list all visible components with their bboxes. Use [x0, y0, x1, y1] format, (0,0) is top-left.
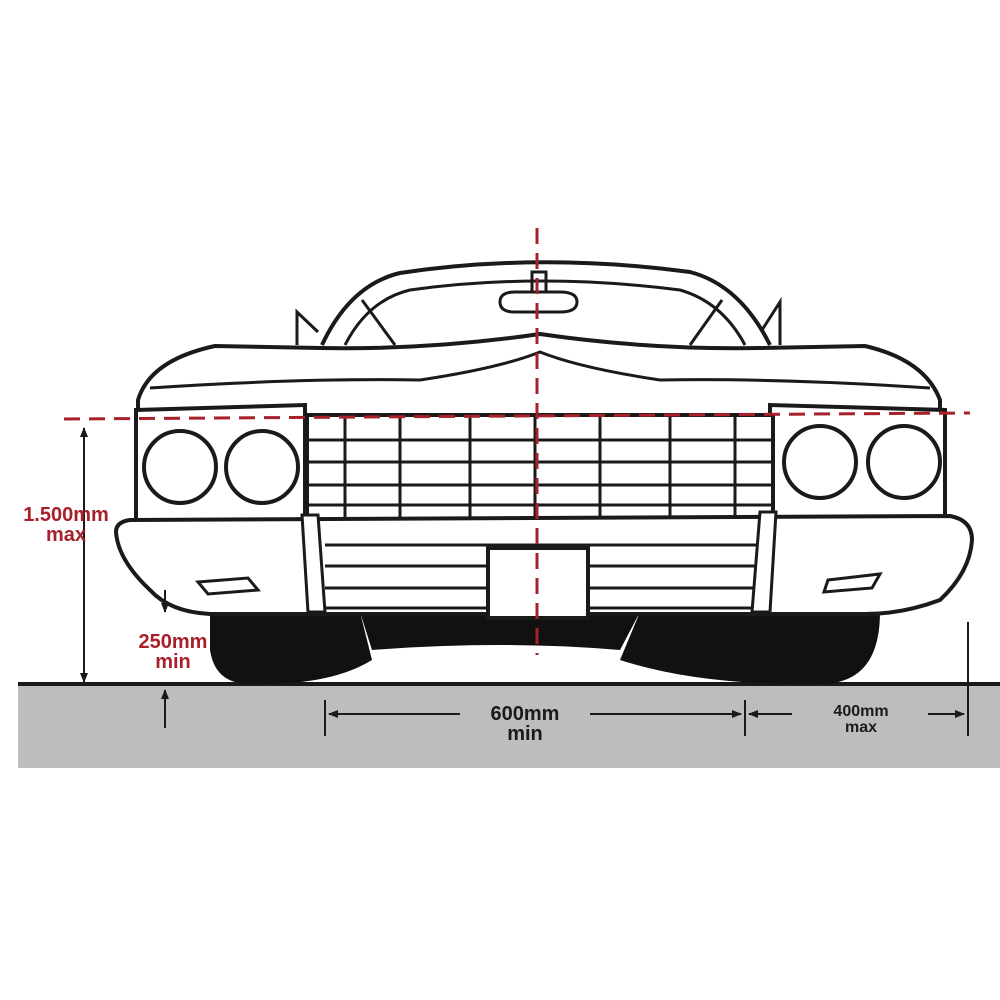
side-offset-value: 400mm [833, 703, 889, 720]
center-width-value: 600mm [490, 703, 560, 725]
right-side-mirror [760, 296, 782, 345]
roof-outline [320, 260, 772, 346]
center-width-label: 600mm min [460, 704, 590, 744]
turn-lamp-right [821, 572, 883, 594]
max-height-value: 1.500mm [23, 504, 109, 526]
max-height-label: 1.500mm max [2, 505, 130, 545]
side-offset-label: 400mm max [794, 704, 928, 736]
right-pillar [688, 299, 724, 346]
underbody-shadow [360, 612, 640, 650]
headlight-right-inner [782, 424, 858, 500]
hood-outline [136, 331, 942, 422]
mirror-stem [530, 270, 548, 292]
clearance-value: 250mm [138, 631, 208, 653]
hood-crease [149, 350, 931, 390]
left-tire [210, 612, 372, 685]
rear-view-mirror [498, 290, 579, 314]
grille-bars [307, 415, 773, 525]
clearance-qualifier: min [155, 651, 191, 673]
right-tire [620, 612, 880, 685]
clearance-label: 250mm min [118, 632, 228, 672]
turn-lamp-left [194, 576, 262, 596]
bumper-guard-right [750, 510, 778, 614]
headlight-right-outer [866, 424, 942, 500]
left-side-mirror [295, 308, 320, 345]
side-offset-qualifier: max [844, 719, 878, 736]
bumper-guard-left [300, 513, 327, 614]
max-height-guide-line [63, 411, 971, 421]
grille-frame [305, 413, 775, 527]
center-width-qualifier: min [507, 723, 543, 745]
headlight-left-outer [142, 429, 218, 505]
max-height-qualifier: max [45, 524, 87, 546]
left-pillar [360, 299, 397, 346]
windshield-inner [343, 279, 747, 346]
headlight-left-inner [224, 429, 300, 505]
